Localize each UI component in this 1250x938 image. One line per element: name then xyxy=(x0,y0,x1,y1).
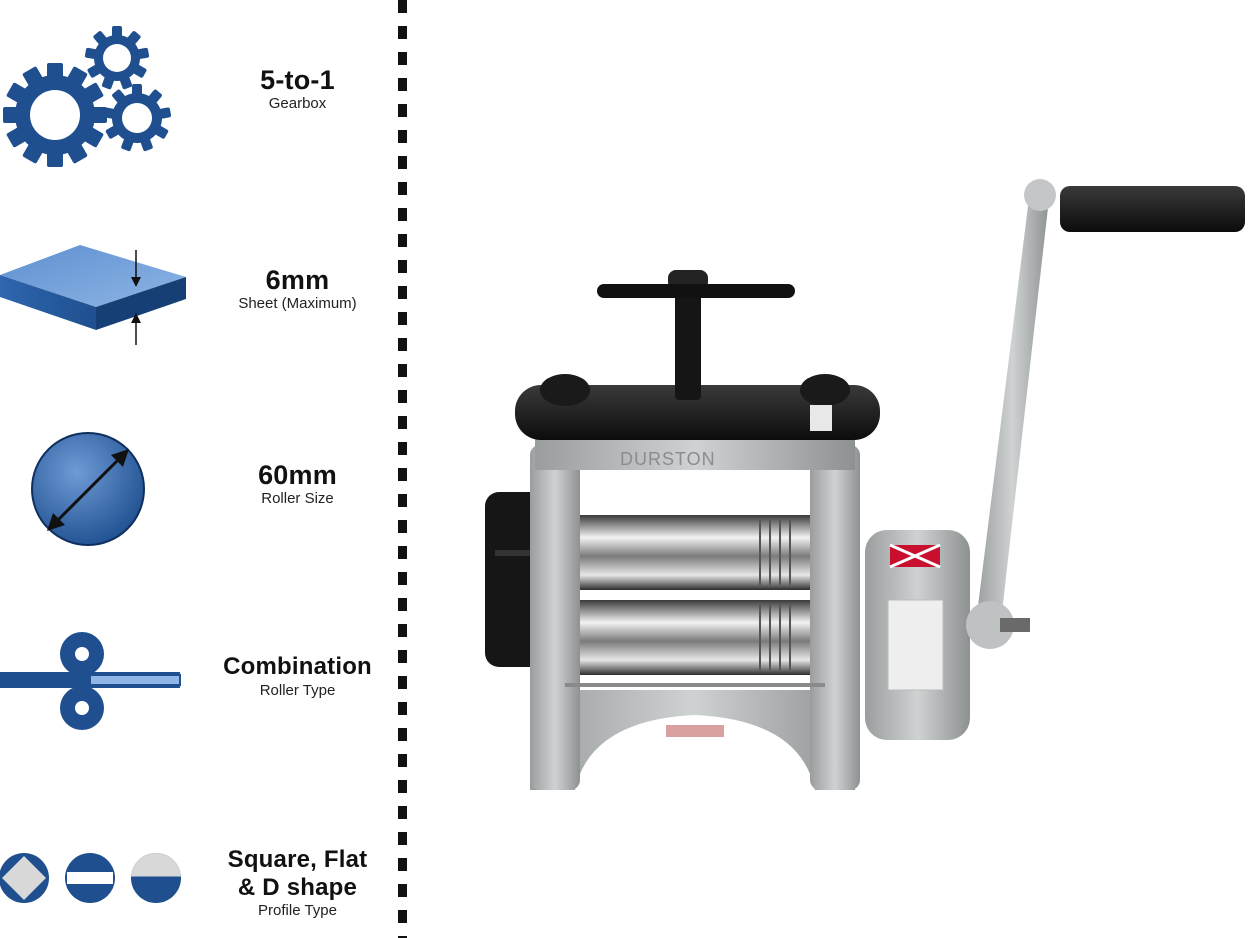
spec-roller-size: 60mm Roller Size xyxy=(0,425,400,555)
spec-caption: Roller Type xyxy=(259,682,336,699)
brand-mark: DURSTON xyxy=(620,449,716,469)
spec-caption: Sheet (Maximum) xyxy=(238,295,357,312)
roller-diameter-icon xyxy=(31,432,145,546)
spec-sheet: 6mm Sheet (Maximum) xyxy=(0,215,400,355)
spec-value-line-1: Square, Flat xyxy=(227,846,368,873)
spec-gearbox-label: 5-to-1 Gearbox xyxy=(205,65,390,112)
spec-caption: Gearbox xyxy=(268,95,327,112)
spec-roller-size-label: 60mm Roller Size xyxy=(205,460,390,507)
spec-value-line-2: & D shape xyxy=(237,874,358,901)
spec-profile-type: Square, Flat & D shape Profile Type xyxy=(0,840,400,935)
rolling-mill-image: DURSTON xyxy=(485,179,1245,790)
spec-profile-type-label: Square, Flat & D shape Profile Type xyxy=(205,846,390,919)
roller-combination-icon xyxy=(0,632,181,730)
spec-value: 5-to-1 xyxy=(260,65,335,95)
spec-caption: Profile Type xyxy=(258,902,337,919)
spec-value: 60mm xyxy=(258,460,337,490)
spec-roller-type-label: Combination Roller Type xyxy=(205,652,390,699)
profile-shapes-icon xyxy=(0,853,181,903)
spec-sheet-label: 6mm Sheet (Maximum) xyxy=(205,265,390,312)
spec-value: 6mm xyxy=(265,265,330,295)
spec-gearbox: 5-to-1 Gearbox xyxy=(0,20,400,180)
spec-roller-type: Combination Roller Type xyxy=(0,630,400,740)
gears-icon xyxy=(3,26,172,167)
spec-value: Combination xyxy=(223,653,372,680)
spec-caption: Roller Size xyxy=(261,490,334,507)
sheet-thickness-icon xyxy=(0,245,186,345)
dashed-divider xyxy=(398,0,407,938)
